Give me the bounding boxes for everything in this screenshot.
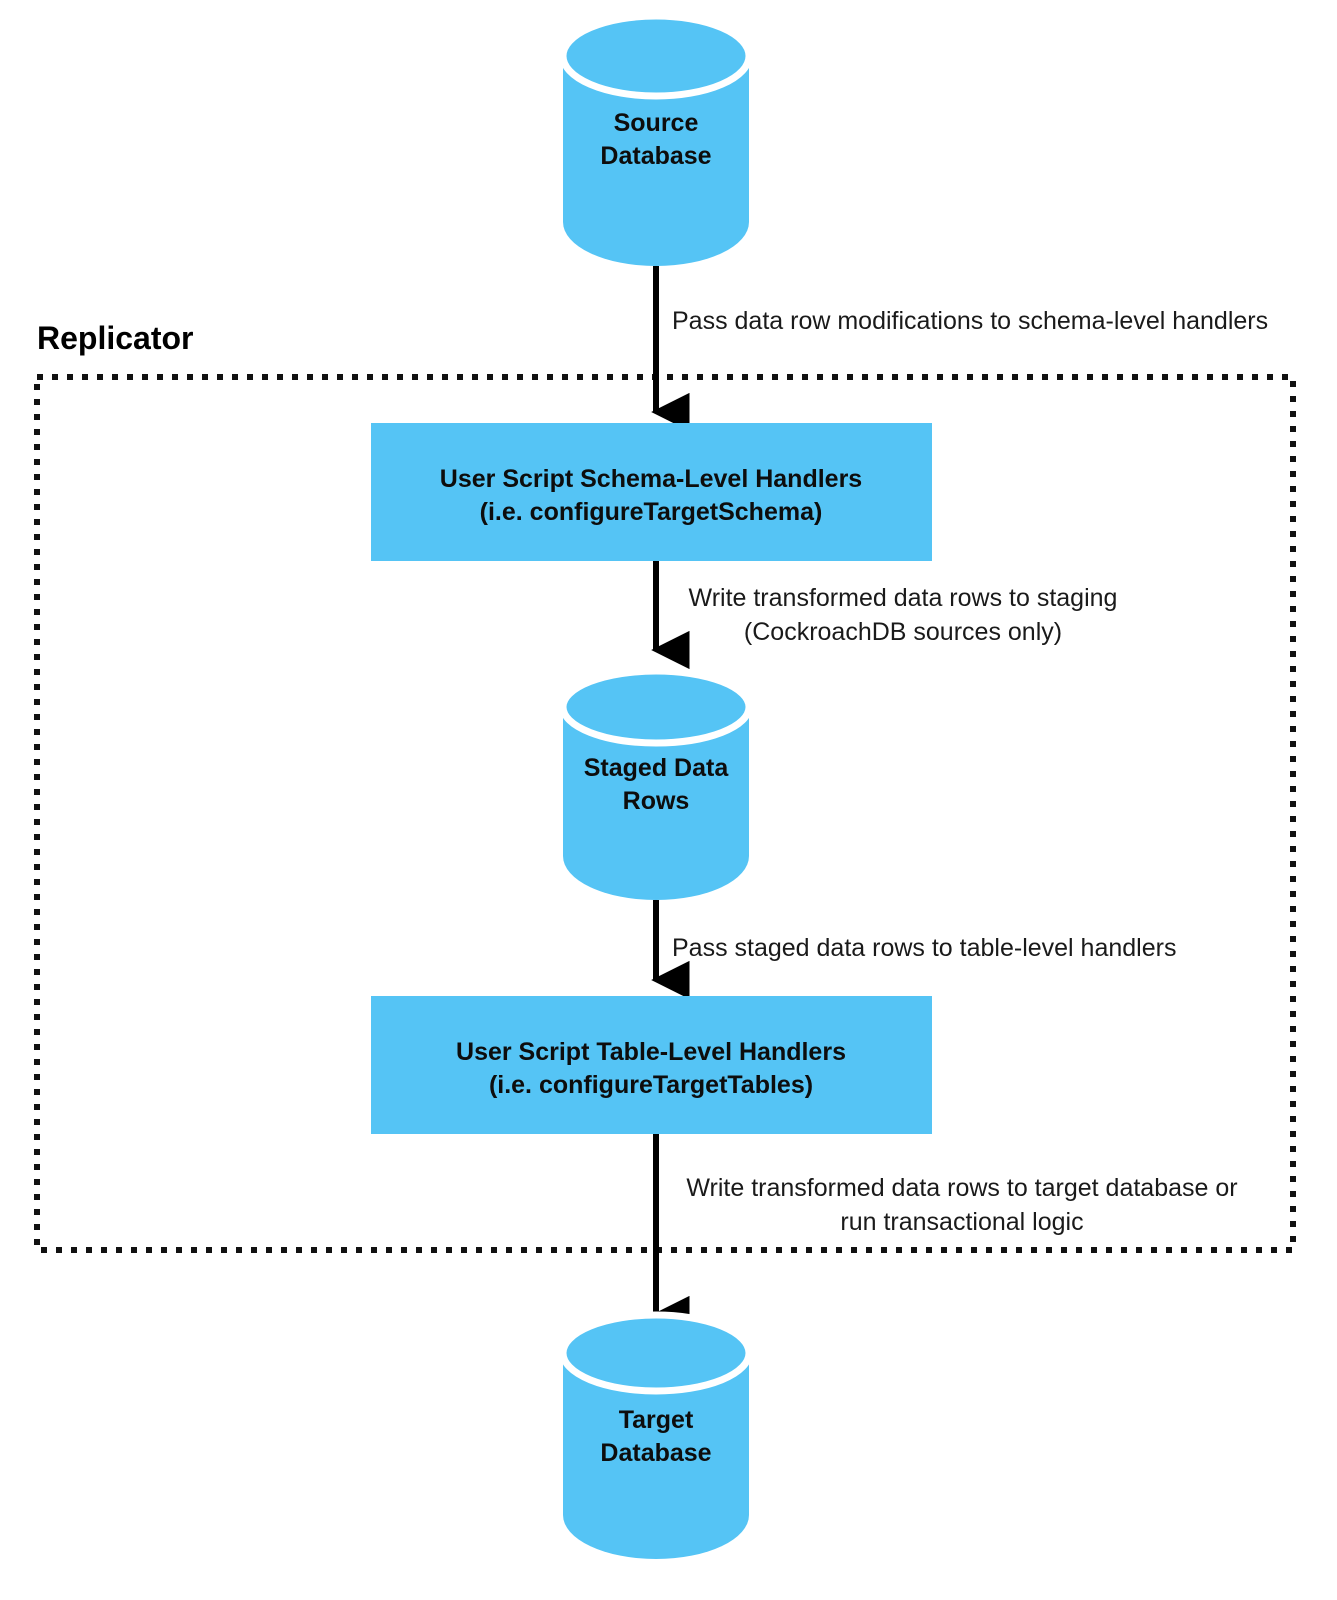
edge-label-line1: Write transformed data rows to staging xyxy=(689,584,1118,612)
edge-label-line2: run transactional logic xyxy=(840,1208,1083,1236)
node-table-level-handlers[interactable]: User Script Table-Level Handlers (i.e. c… xyxy=(371,996,932,1134)
source-database-label-line2: Database xyxy=(600,142,711,170)
schema-level-handlers-label-line1: User Script Schema-Level Handlers xyxy=(440,465,862,493)
target-database-label-line2: Database xyxy=(600,1439,711,1467)
source-database-label-line1: Source xyxy=(614,109,699,137)
table-level-handlers-label-line2: (i.e. configureTargetTables) xyxy=(489,1071,813,1099)
staged-data-rows-label-line1: Staged Data xyxy=(584,754,730,782)
edge-label-line1: Write transformed data rows to target da… xyxy=(686,1174,1237,1202)
edge-schema-handlers-to-staged: Write transformed data rows to staging (… xyxy=(651,561,1118,670)
source-database-cylinder-body xyxy=(563,56,749,266)
target-database-cylinder-body xyxy=(563,1353,749,1559)
edge-label-line1: Pass data row modifications to schema-le… xyxy=(672,307,1268,335)
edge-source-to-schema-handlers: Pass data row modifications to schema-le… xyxy=(651,266,1268,432)
target-database-cylinder-top xyxy=(559,1311,753,1395)
node-source-database[interactable]: Source Database xyxy=(559,12,753,266)
target-database-label-line1: Target xyxy=(619,1406,694,1434)
schema-level-handlers-box xyxy=(371,423,932,561)
staged-data-rows-label-line2: Rows xyxy=(623,787,690,815)
staged-data-rows-cylinder-body xyxy=(563,707,749,900)
source-database-cylinder-top xyxy=(559,12,753,100)
staged-data-rows-cylinder-top xyxy=(559,667,753,747)
node-staged-data-rows[interactable]: Staged Data Rows xyxy=(559,667,753,900)
node-schema-level-handlers[interactable]: User Script Schema-Level Handlers (i.e. … xyxy=(371,423,932,561)
edge-label-line2: (CockroachDB sources only) xyxy=(744,618,1062,646)
table-level-handlers-box xyxy=(371,996,932,1134)
edge-staged-to-table-handlers: Pass staged data rows to table-level han… xyxy=(651,900,1176,1000)
edge-table-handlers-to-target: Write transformed data rows to target da… xyxy=(651,1134,1238,1335)
node-target-database[interactable]: Target Database xyxy=(559,1311,753,1559)
replicator-group-title: Replicator xyxy=(37,320,193,356)
table-level-handlers-label-line1: User Script Table-Level Handlers xyxy=(456,1038,846,1066)
replicator-group: Replicator xyxy=(34,320,1296,1253)
edge-label-line1: Pass staged data rows to table-level han… xyxy=(672,934,1176,962)
schema-level-handlers-label-line2: (i.e. configureTargetSchema) xyxy=(480,498,823,526)
